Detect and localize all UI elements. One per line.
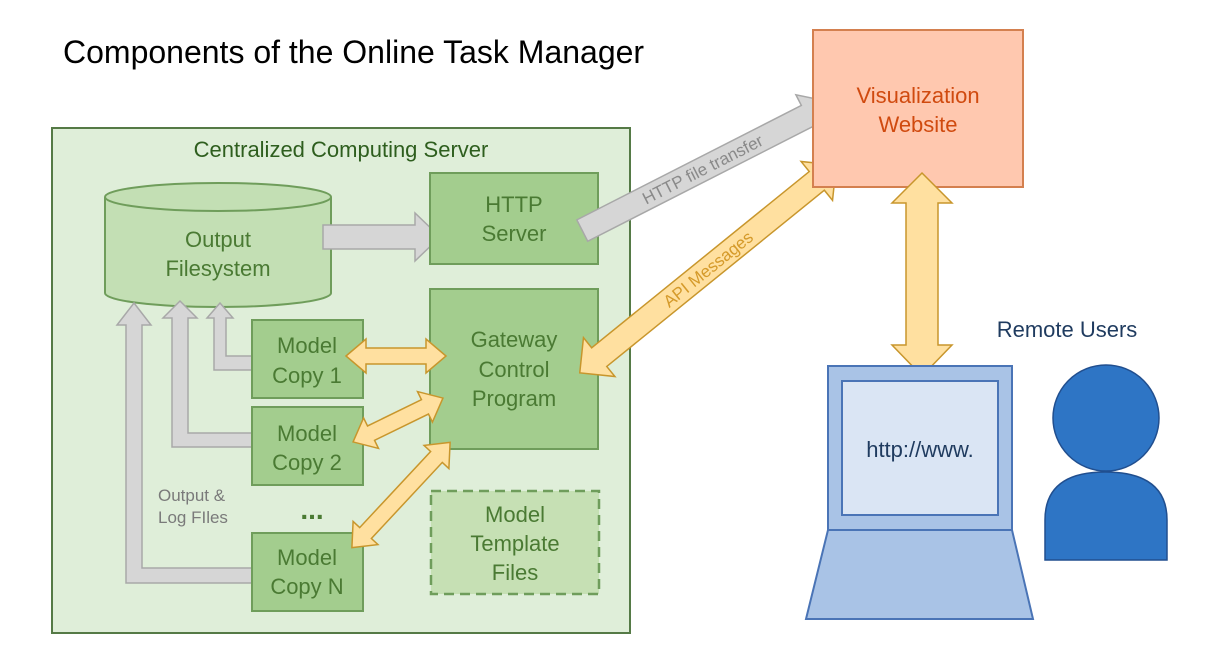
filesystem-label-1: Output	[185, 227, 251, 252]
model-n-output-arrow	[115, 301, 264, 584]
http-server-label-2: Server	[482, 221, 547, 246]
model-template-box	[429, 489, 601, 596]
remote-users-label: Remote Users	[997, 317, 1138, 342]
model-copy-n-label-1: Model	[277, 545, 337, 570]
api-messages-label: API Messages	[660, 228, 757, 312]
gateway-label-2: Control	[479, 357, 550, 382]
model-copy-2-label-1: Model	[277, 421, 337, 446]
laptop-screen	[841, 380, 999, 516]
website-label-2: Website	[878, 112, 957, 137]
model-copy-1-label-2: Copy 1	[272, 363, 342, 388]
website-laptop-arrow	[890, 171, 954, 378]
model-2-output-arrow	[161, 299, 263, 448]
http-server-label-1: HTTP	[485, 192, 542, 217]
ellipsis: ...	[300, 494, 323, 525]
output-log-label-1: Output &	[158, 486, 226, 505]
model-copy-2-box	[251, 406, 364, 486]
output-log-label-2: Log FIles	[158, 508, 228, 527]
gateway-label-1: Gateway	[471, 327, 558, 352]
server-label: Centralized Computing Server	[194, 137, 489, 162]
model-1-output-arrow	[205, 301, 261, 371]
model-copy-n-label-2: Copy N	[270, 574, 343, 599]
model-copy-1-label-1: Model	[277, 333, 337, 358]
model-2-gateway-arrow	[352, 390, 444, 450]
laptop-url: http://www.	[866, 437, 974, 462]
http-server-box	[429, 172, 599, 265]
model-copy-n-box	[251, 532, 364, 612]
website-label-1: Visualization	[856, 83, 979, 108]
model-template-label-1: Model	[485, 502, 545, 527]
filesystem-to-http-arrow	[322, 211, 442, 263]
http-transfer-label: HTTP file transfer	[639, 131, 766, 208]
filesystem-label-2: Filesystem	[165, 256, 270, 281]
model-template-label-3: Files	[492, 560, 538, 585]
model-n-gateway-arrow	[351, 441, 451, 549]
laptop-icon	[804, 365, 1035, 620]
model-copy-1-box	[251, 319, 364, 399]
model-template-label-2: Template	[470, 531, 559, 556]
model-1-gateway-arrow	[344, 337, 448, 375]
gateway-label-3: Program	[472, 386, 556, 411]
page-title: Components of the Online Task Manager	[63, 34, 644, 70]
output-filesystem: Output Filesystem	[104, 182, 332, 308]
person-icon	[1044, 364, 1168, 561]
visualization-website-box	[812, 29, 1024, 188]
model-copy-2-label-2: Copy 2	[272, 450, 342, 475]
